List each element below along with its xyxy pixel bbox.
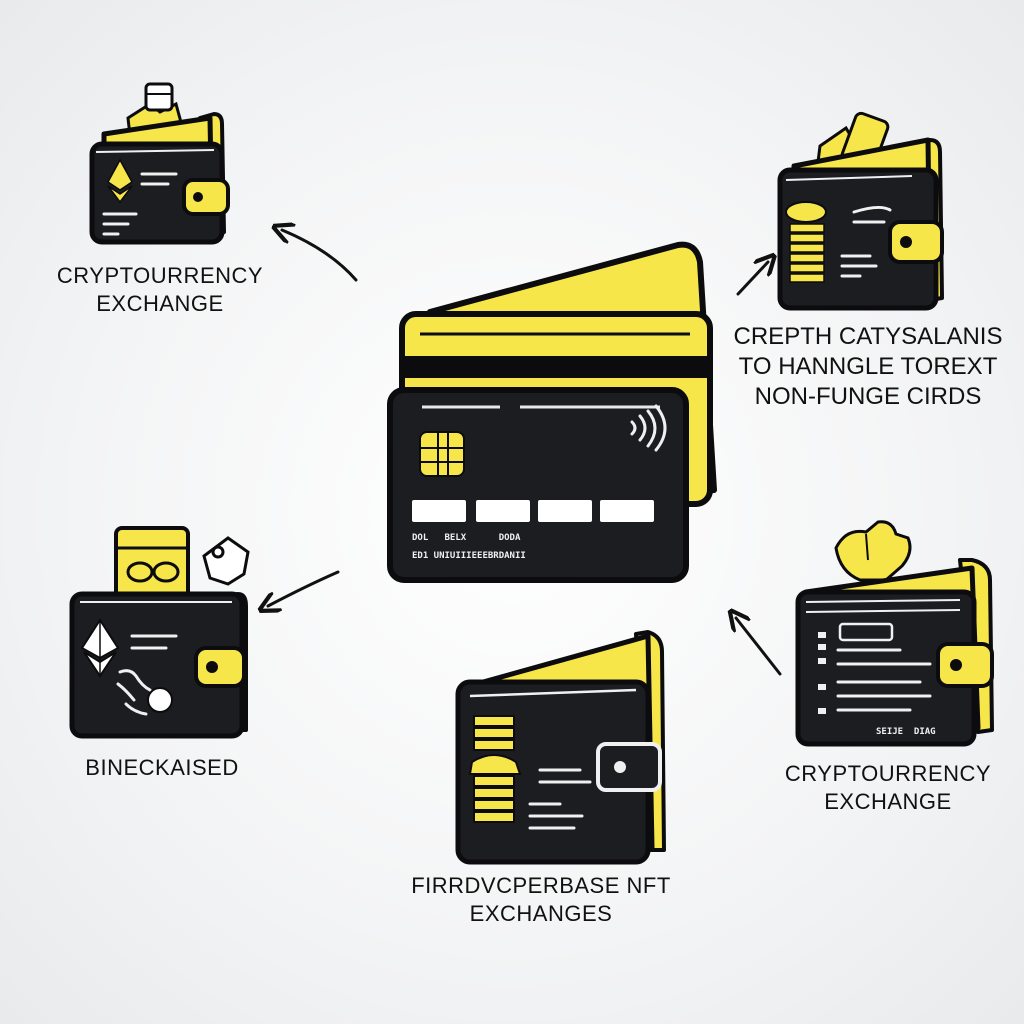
center-credit-card-group: DOL BELX DODA ED1 UNIUIIIEEEBRDANII (387, 241, 717, 583)
label-middle-left-line-1: BINECKAISED (85, 755, 239, 780)
wallet-middle-left (69, 526, 250, 739)
card-number-box-4 (600, 500, 654, 522)
wallet-bottom-right: SEIJE DIAG (795, 520, 994, 747)
label-top-right-line-3: NON-FUNGE CIRDS (754, 383, 982, 410)
chip-icon (419, 431, 465, 477)
label-top-right: CREPTH CATYSALANIS TO HANNGLE TOREXT NON… (718, 322, 1018, 412)
coin-stack-icon (114, 526, 190, 606)
wallet-small-text: SEIJE DIAG (876, 727, 936, 737)
label-bottom-right: CRYPTOURRENCY EXCHANGE (768, 760, 1008, 816)
label-top-right-line-2: TO HANNGLE TOREXT (738, 353, 998, 380)
card-number-box-3 (538, 500, 592, 522)
label-middle-left: BINECKAISED (52, 754, 272, 782)
wallet-bottom-center (455, 630, 666, 865)
label-bottom-center-line-2: EXCHANGES (469, 901, 613, 926)
contactless-icon (630, 404, 667, 452)
label-top-right-line-1: CREPTH CATYSALANIS (733, 323, 1003, 350)
label-bottom-center-line-1: FIRRDVCPERBASE NFT (411, 873, 671, 898)
card-line-1: DOL BELX DODA (412, 533, 521, 543)
label-top-left: CRYPTOURRENCY EXCHANGE (40, 262, 280, 318)
arrow-to-top-left (282, 230, 358, 282)
label-bottom-center: FIRRDVCPERBASE NFT EXCHANGES (386, 872, 696, 928)
ethereum-icon (107, 158, 133, 204)
card-line-2: ED1 UNIUIIIEEEBRDANII (412, 551, 526, 561)
label-top-left-line-2: EXCHANGE (96, 291, 224, 316)
arrow-to-bottom-right (736, 618, 782, 676)
hand-icon (202, 536, 250, 586)
arrow-icon (268, 230, 782, 676)
yellow-card-stripe (404, 356, 708, 378)
arrow-to-middle-left (268, 570, 340, 606)
coin-stack-icon (785, 201, 827, 283)
label-bottom-right-line-2: EXCHANGE (824, 789, 952, 814)
ethereum-icon (80, 618, 120, 678)
card-number-box-2 (476, 500, 530, 522)
card-number-box-1 (412, 500, 466, 522)
hand-icon (834, 520, 912, 582)
label-top-left-line-1: CRYPTOURRENCY (56, 263, 264, 288)
wallet-top-left (89, 82, 230, 245)
wallet-top-right (777, 111, 944, 311)
arrow-to-top-right (736, 262, 768, 296)
label-bottom-right-line-1: CRYPTOURRENCY (784, 761, 992, 786)
coin-stack-icon (468, 715, 522, 823)
